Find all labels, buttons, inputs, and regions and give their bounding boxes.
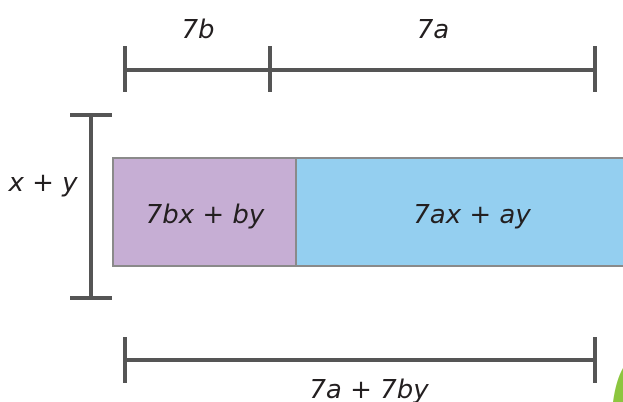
right-box-label: 7ax + ay (413, 200, 531, 230)
left-box-label: 7bx + by (146, 200, 265, 230)
bottom-label: 7a + 7by (309, 375, 429, 402)
top-left-label: 7b (181, 15, 214, 45)
side-measure (70, 115, 112, 298)
side-label: x + y (7, 168, 78, 198)
top-right-label: 7a (417, 15, 449, 45)
top-measure (125, 46, 595, 92)
corner-accent-shape (613, 368, 623, 402)
